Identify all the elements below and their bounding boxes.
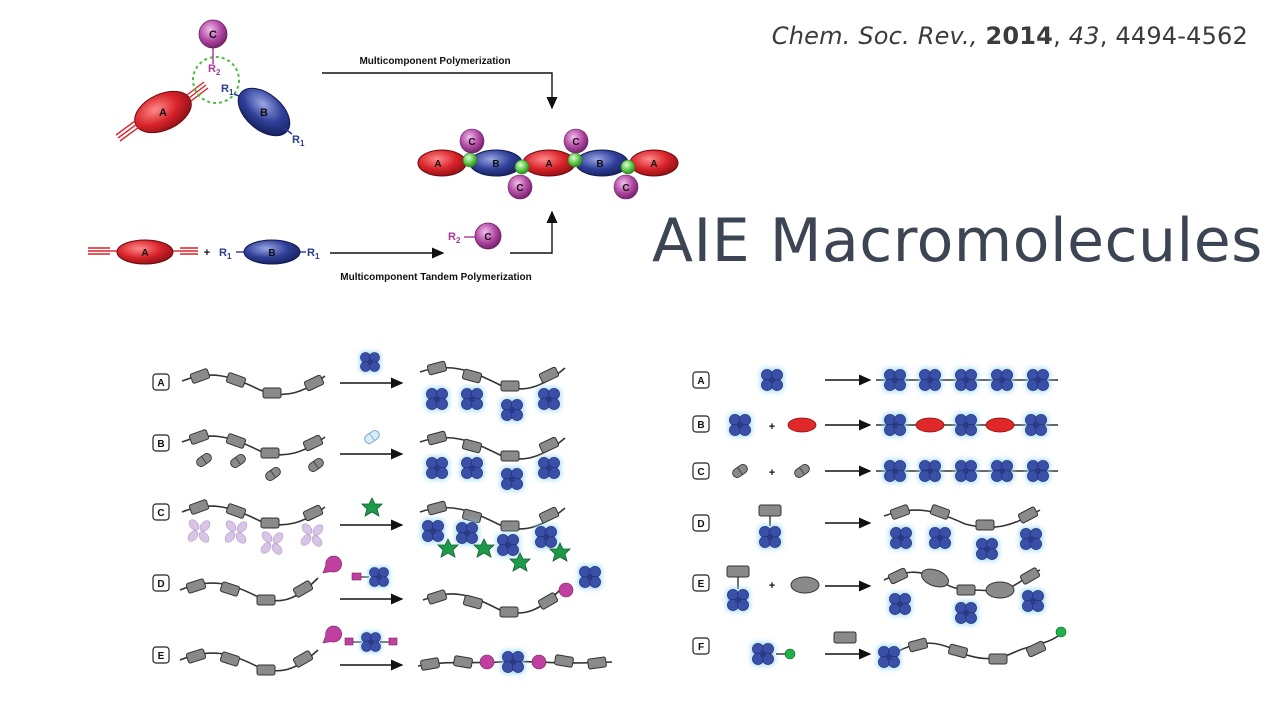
svg-text:A: A (697, 376, 704, 387)
right-row-b-label: B (692, 415, 710, 433)
citation-pages: , 4494-4562 (1099, 22, 1248, 50)
right-row-d-label: D (692, 514, 710, 532)
svg-text:D: D (157, 579, 164, 590)
alkyne-bond-left (115, 120, 140, 142)
svg-text:C: C (622, 183, 629, 194)
alkyne-bond-bottom-right (180, 247, 198, 255)
svg-text:C: C (697, 467, 704, 478)
svg-text:B: B (596, 159, 603, 170)
monomer-a-label: A (159, 107, 167, 119)
right-panel: A B C D E F + (692, 368, 1067, 669)
monomer-c-bottom (474, 222, 502, 250)
polymer-product: A B A B A C C C C (417, 128, 679, 200)
svg-text:B: B (492, 159, 499, 170)
svg-text:E: E (698, 579, 705, 590)
r2-label-top: R2 (208, 63, 221, 77)
svg-text:A: A (434, 159, 441, 170)
alkyne-bond-right (186, 81, 209, 102)
top-scheme: A C R2 R1 B R1 Multicomponent Polymeriza… (88, 19, 679, 283)
left-row-c-label: C (152, 503, 170, 521)
citation-year: 2014 (985, 22, 1054, 50)
svg-text:D: D (697, 519, 704, 530)
arrow-bottom-up (510, 210, 558, 254)
arrow-label-tandem-polymerization: Multicomponent Tandem Polymerization (340, 272, 532, 283)
svg-text:C: C (572, 137, 579, 148)
monomer-c-bottom-label: C (484, 232, 491, 243)
r1-label-a: R1 (221, 83, 234, 97)
svg-text:B: B (697, 420, 704, 431)
left-row-d-label: D (152, 574, 170, 592)
monomer-a-ellipse: A (134, 90, 192, 134)
r1-label-d: R1 (307, 247, 320, 261)
monomer-c-sphere: C (198, 19, 228, 49)
monomer-b-bottom-label: B (268, 248, 275, 259)
right-row-a-label: A (692, 371, 710, 389)
svg-text:A: A (545, 159, 552, 170)
plus-sign-right-b: + (769, 421, 775, 433)
svg-text:A: A (650, 159, 657, 170)
right-row-f-label: F (692, 637, 710, 655)
citation-volume: 43 (1068, 22, 1100, 50)
plus-sign-top: + (204, 247, 210, 259)
alkyne-bond-bottom-left (88, 247, 110, 255)
page-title: AIE Macromolecules (652, 206, 1263, 276)
arrow-label-multicomponent-polymerization: Multicomponent Polymerization (359, 56, 510, 67)
svg-text:B: B (157, 439, 164, 450)
plus-sign-right-e: + (769, 580, 775, 592)
svg-text:A: A (157, 378, 164, 389)
citation: Chem. Soc. Rev., 2014, 43, 4494-4562 (771, 22, 1248, 50)
r2-label-bottom: R2 (448, 231, 461, 245)
monomer-a-bottom-label: A (141, 248, 148, 259)
svg-text:F: F (698, 642, 704, 653)
svg-text:E: E (158, 651, 165, 662)
citation-journal: Chem. Soc. Rev., (771, 22, 978, 50)
monomer-a-bottom (116, 239, 174, 265)
reaction-center-circle (192, 56, 240, 104)
svg-text:C: C (157, 508, 164, 519)
monomer-b-ellipse: B (237, 87, 291, 137)
right-row-e-label: E (692, 574, 710, 592)
left-row-a-label: A (152, 373, 170, 391)
svg-text:C: C (468, 137, 475, 148)
r1-label-c: R1 (219, 247, 232, 261)
plus-sign-right-c: + (769, 467, 775, 479)
monomer-b-label: B (260, 107, 268, 119)
left-row-e-label: E (152, 646, 170, 664)
left-row-b-label: B (152, 434, 170, 452)
arrow-top (322, 72, 558, 110)
monomer-c-label: C (209, 29, 217, 41)
right-row-c-label: C (692, 462, 710, 480)
r1-label-b: R1 (292, 134, 305, 148)
svg-text:C: C (516, 183, 523, 194)
left-panel: A B C D E (152, 351, 613, 676)
